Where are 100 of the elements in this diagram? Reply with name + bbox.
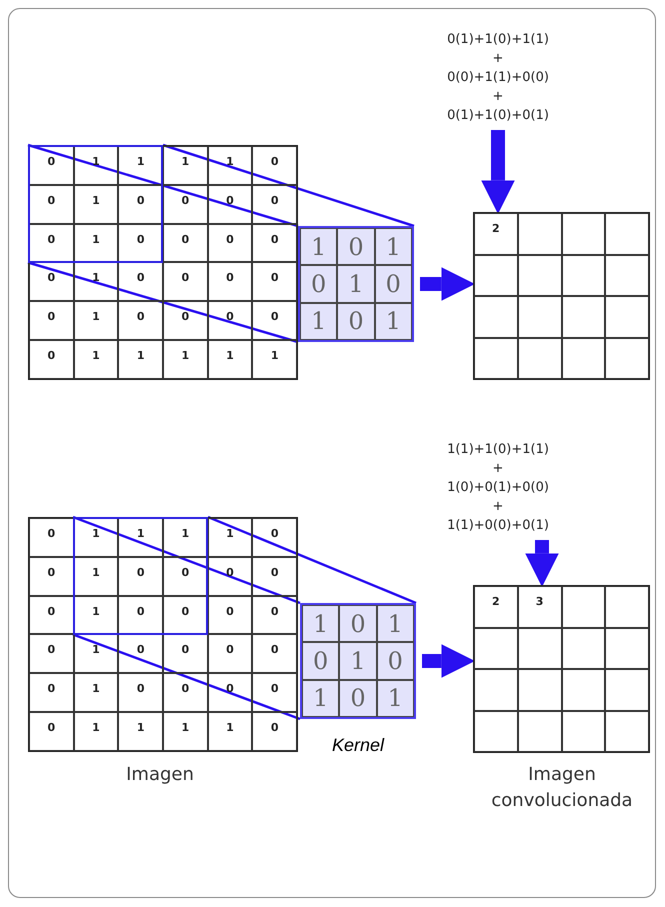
grid-cell: 0 (118, 673, 163, 712)
grid-cell: 0 (163, 673, 208, 712)
grid-cell: 0 (339, 605, 377, 642)
grid-cell: 1 (374, 302, 412, 340)
formula-text: + (492, 460, 504, 478)
arrow (525, 540, 559, 587)
grid-cell: 0 (252, 634, 297, 674)
grid-cell: 0 (118, 262, 163, 302)
grid-cell: 0 (252, 596, 297, 634)
grid-cell: 0 (208, 634, 252, 674)
grid-cell: 1 (74, 634, 118, 674)
grid-cell: 1 (302, 680, 340, 717)
grid-cell: 0 (208, 301, 252, 340)
grid-cell: 1 (163, 340, 208, 379)
grid-cell: 1 (74, 556, 118, 596)
projection-line (28, 144, 298, 228)
grid-cell: 0 (163, 556, 208, 596)
grid-cell: 2 (474, 586, 518, 628)
grid-cell: 0 (208, 224, 252, 262)
grid-cell: 1 (252, 340, 297, 379)
grid-cell: 1 (374, 228, 412, 266)
grid-cell: 0 (163, 634, 208, 674)
grid-cell: 1 (118, 146, 163, 185)
grid-cell: 1 (163, 146, 208, 185)
grid-cell: 1 (74, 673, 118, 712)
pixel-grid (28, 145, 298, 380)
grid-cell: 0 (29, 224, 74, 262)
grid-cell: 1 (74, 712, 118, 751)
grid-cell: 2 (474, 213, 518, 254)
grid-cell: 1 (208, 340, 252, 379)
grid-cell: 0 (29, 301, 74, 340)
grid-cell: 0 (29, 634, 74, 674)
grid-cell: 0 (118, 556, 163, 596)
grid-cell: 0 (29, 146, 74, 185)
grid-cell: 0 (300, 265, 338, 303)
grid-cell: 1 (74, 184, 118, 224)
grid-cell: 0 (29, 596, 74, 634)
grid-cell: 0 (29, 262, 74, 302)
grid-cell: 1 (74, 301, 118, 340)
grid-cell: 0 (29, 712, 74, 751)
grid-cell: 0 (118, 184, 163, 224)
grid-cell: 1 (163, 712, 208, 751)
grid-cell: 0 (252, 262, 297, 302)
grid-cell: 0 (118, 634, 163, 674)
grid-cell: 1 (208, 518, 252, 557)
pixel-grid (473, 212, 650, 380)
grid-cell: 0 (252, 518, 297, 557)
node-label: Imagen convolucionada (490, 763, 634, 813)
grid-cell: 0 (302, 642, 340, 680)
grid-cell: 0 (252, 224, 297, 262)
grid-cell: 0 (29, 184, 74, 224)
projection-line (72, 516, 300, 604)
formula-text: + (492, 50, 504, 68)
grid-cell: 1 (376, 680, 414, 717)
grid-cell: 1 (208, 146, 252, 185)
formula-text: + (492, 88, 504, 106)
formula-text: 1(0)+0(1)+0(0) (447, 479, 549, 497)
grid-cell: 0 (252, 184, 297, 224)
grid-cell: 0 (337, 228, 375, 266)
grid-cell: 1 (302, 605, 340, 642)
grid-cell: 1 (74, 340, 118, 379)
grid-cell: 0 (163, 301, 208, 340)
arrow (420, 267, 475, 301)
formula-text: + (492, 498, 504, 516)
formula-text: 0(1)+1(0)+0(1) (447, 107, 549, 125)
grid-cell: 0 (163, 224, 208, 262)
grid-cell: 0 (252, 146, 297, 185)
grid-cell: 1 (337, 265, 375, 303)
grid-cell: 0 (208, 673, 252, 712)
grid-cell: 0 (163, 184, 208, 224)
projection-line (28, 261, 298, 344)
grid-cell: 0 (118, 301, 163, 340)
arrow (481, 130, 515, 214)
grid-cell: 1 (300, 228, 338, 266)
grid-cell: 1 (74, 518, 118, 557)
grid-cell: 0 (252, 712, 297, 751)
formula-text: 1(1)+0(0)+0(1) (447, 517, 549, 535)
grid-cell: 1 (163, 518, 208, 557)
grid-cell: 0 (208, 596, 252, 634)
grid-cell: 0 (29, 518, 74, 557)
grid-cell: 0 (252, 301, 297, 340)
grid-cell: 1 (300, 302, 338, 340)
grid-cell: 1 (339, 642, 377, 680)
grid-cell: 1 (118, 340, 163, 379)
grid-cell: 0 (29, 340, 74, 379)
grid-cell: 0 (374, 265, 412, 303)
pixel-grid (473, 585, 650, 753)
projection-line (162, 144, 414, 228)
grid-cell: 1 (208, 712, 252, 751)
grid-cell: 0 (339, 680, 377, 717)
grid-cell: 1 (74, 596, 118, 634)
formula-text: 1(1)+1(0)+1(1) (447, 441, 549, 459)
grid-cell: 0 (29, 556, 74, 596)
grid-cell: 0 (208, 556, 252, 596)
projection-line (72, 633, 300, 720)
grid-cell: 1 (118, 712, 163, 751)
grid-cell: 1 (376, 605, 414, 642)
grid-cell: 1 (74, 262, 118, 302)
grid-cell: 3 (518, 586, 562, 628)
node-label: Kernel (330, 734, 386, 757)
